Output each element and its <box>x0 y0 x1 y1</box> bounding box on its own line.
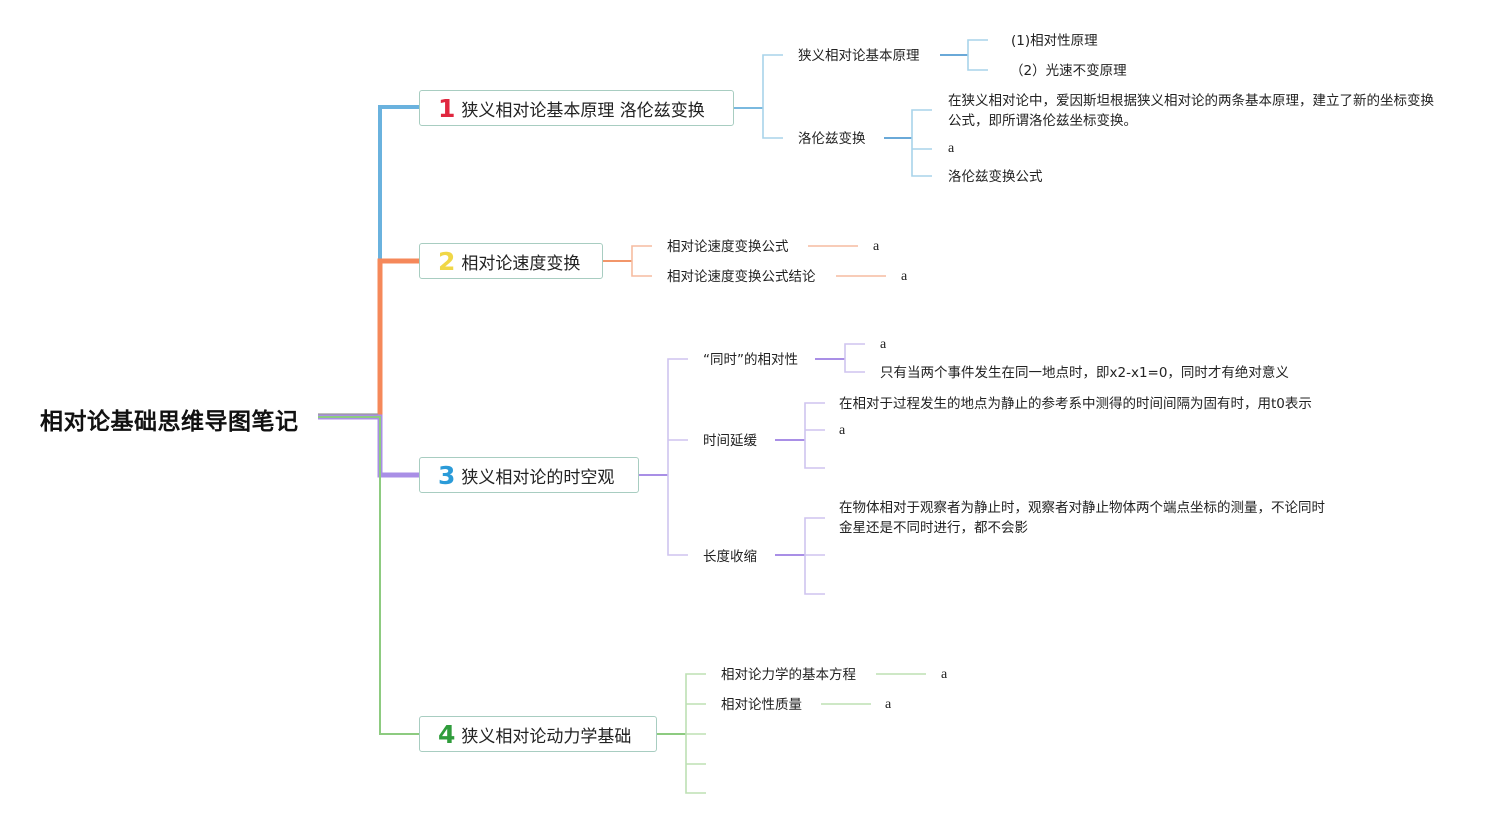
subtopic-lorentz-transform[interactable]: 洛伦兹变换 <box>798 131 866 147</box>
branch-1-1-bracket <box>967 39 988 71</box>
subtopic-relativistic-mass[interactable]: 相对论性质量 <box>721 697 802 713</box>
number-1-icon: 1 <box>438 93 456 123</box>
subtopic-length-contraction[interactable]: 长度收缩 <box>703 549 757 565</box>
trunk-line-branch-2 <box>377 258 419 416</box>
number-3-icon: 3 <box>438 460 456 490</box>
subtopic-relativity-principle[interactable]: (1)相对性原理 <box>1011 33 1098 49</box>
main-topic-3-title: 狭义相对论的时空观 <box>461 467 615 488</box>
subtopic-lorentz-formula[interactable]: 洛伦兹变换公式 <box>948 169 1043 185</box>
subtopic-dynamics-equation[interactable]: 相对论力学的基本方程 <box>721 667 856 683</box>
subtopic-time-dilation[interactable]: 时间延缓 <box>703 433 757 449</box>
main-topic-3[interactable]: 3 狭义相对论的时空观 <box>419 457 639 493</box>
subtopic-time-dilation-a[interactable]: a <box>839 423 846 438</box>
subtopic-simultaneity-description[interactable]: 只有当两个事件发生在同一地点时，即x2-x1=0，同时才有绝对意义 <box>880 365 1289 381</box>
subtopic-sr-principles[interactable]: 狭义相对论基本原理 <box>798 48 920 64</box>
main-topic-2[interactable]: 2 相对论速度变换 <box>419 243 603 279</box>
number-2-icon: 2 <box>438 246 456 276</box>
branch-3-2-bracket <box>804 402 825 469</box>
main-topic-2-title: 相对论速度变换 <box>461 253 581 274</box>
trunk-line-branch-4 <box>318 416 419 735</box>
main-topic-1[interactable]: 1 狭义相对论基本原理 洛伦兹变换 <box>419 90 734 126</box>
branch-3-bracket <box>667 358 688 556</box>
branch-4-bracket <box>685 673 706 794</box>
subtopic-velocity-conclusion-a[interactable]: a <box>901 269 908 284</box>
subtopic-velocity-conclusion[interactable]: 相对论速度变换公式结论 <box>667 269 816 285</box>
subtopic-lorentz-a[interactable]: a <box>948 141 955 156</box>
trunk-line-branch-3 <box>318 414 419 478</box>
branch-1-2-bracket <box>911 109 932 177</box>
subtopic-lorentz-description[interactable]: 在狭义相对论中，爱因斯坦根据狭义相对论的两条基本原理，建立了新的坐标变换公式，即… <box>948 93 1434 129</box>
branch-3-1-bracket <box>844 343 865 373</box>
subtopic-time-dilation-description[interactable]: 在相对于过程发生的地点为静止的参考系中测得的时间间隔为固有时，用t0表示 <box>839 396 1312 412</box>
subtopic-length-contraction-description[interactable]: 在物体相对于观察者为静止时，观察者对静止物体两个端点坐标的测量，不论同时金星还是… <box>839 500 1325 536</box>
subtopic-light-speed-principle[interactable]: （2）光速不变原理 <box>1010 63 1127 79</box>
branch-1-bracket <box>762 54 783 139</box>
main-topic-4-title: 狭义相对论动力学基础 <box>461 726 632 747</box>
subtopic-dynamics-equation-a[interactable]: a <box>941 667 948 682</box>
subtopic-relativistic-mass-a[interactable]: a <box>885 697 892 712</box>
main-topic-1-title: 狭义相对论基本原理 洛伦兹变换 <box>461 100 705 121</box>
number-4-icon: 4 <box>438 719 456 749</box>
subtopic-simultaneity[interactable]: “同时”的相对性 <box>703 352 798 368</box>
branch-2-bracket <box>631 245 652 277</box>
main-topic-4[interactable]: 4 狭义相对论动力学基础 <box>419 716 657 752</box>
subtopic-velocity-formula[interactable]: 相对论速度变换公式 <box>667 239 789 255</box>
central-topic[interactable]: 相对论基础思维导图笔记 <box>40 409 299 435</box>
subtopic-velocity-formula-a[interactable]: a <box>873 239 880 254</box>
subtopic-simultaneity-a[interactable]: a <box>880 337 887 352</box>
branch-3-3-bracket <box>804 517 825 595</box>
